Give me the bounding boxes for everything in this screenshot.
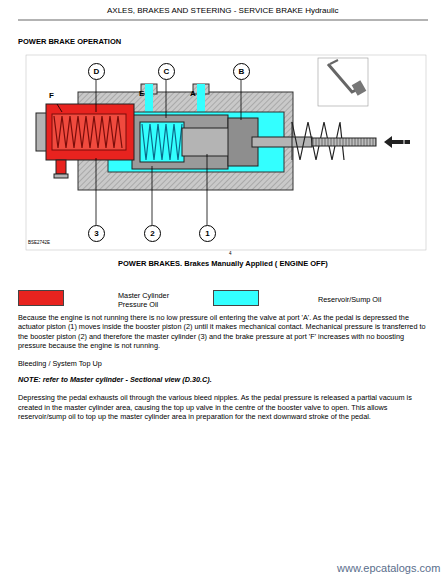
- figure-code: BSE2742E: [28, 240, 50, 245]
- callout-number: C: [158, 63, 175, 80]
- callout-text: D: [94, 67, 100, 76]
- body-text-column: Because the engine is not running there …: [18, 313, 430, 422]
- figure-number: 4: [229, 251, 232, 256]
- port-letter: E: [139, 89, 144, 98]
- callout-text: 2: [150, 229, 154, 238]
- legend-text: Reservoir/Sump Oil: [318, 295, 400, 304]
- subheading: Bleeding / System Top Up: [18, 359, 430, 368]
- legend-text: Master Cylinder Pressure Oil: [118, 291, 200, 309]
- callout-number: D: [88, 63, 105, 80]
- watermark: www.epcatalogs.com: [337, 562, 440, 574]
- callout-text: 3: [94, 229, 98, 238]
- paragraph: Depressing the pedal exhausts oil throug…: [18, 393, 430, 421]
- port-letter: F: [49, 91, 54, 100]
- figure-caption: POWER BRAKES. Brakes Manually Applied ( …: [118, 259, 328, 268]
- callout-text: B: [239, 67, 245, 76]
- legend-swatch: [18, 290, 64, 306]
- section-heading: POWER BRAKE OPERATION: [18, 37, 121, 46]
- paragraph: Because the engine is not running there …: [18, 313, 430, 351]
- port-letter: A: [190, 89, 196, 98]
- callout-number: 3: [88, 225, 105, 242]
- note: NOTE: refer to Master cylinder - Section…: [18, 375, 430, 384]
- callout-text: C: [164, 67, 170, 76]
- callout-number: 2: [144, 225, 161, 242]
- legend-swatch: [213, 290, 259, 306]
- callout-number: B: [233, 63, 250, 80]
- callout-text: 1: [205, 229, 209, 238]
- page-header: AXLES, BRAKES AND STEERING - SERVICE BRA…: [107, 6, 338, 15]
- callout-number: 1: [199, 225, 216, 242]
